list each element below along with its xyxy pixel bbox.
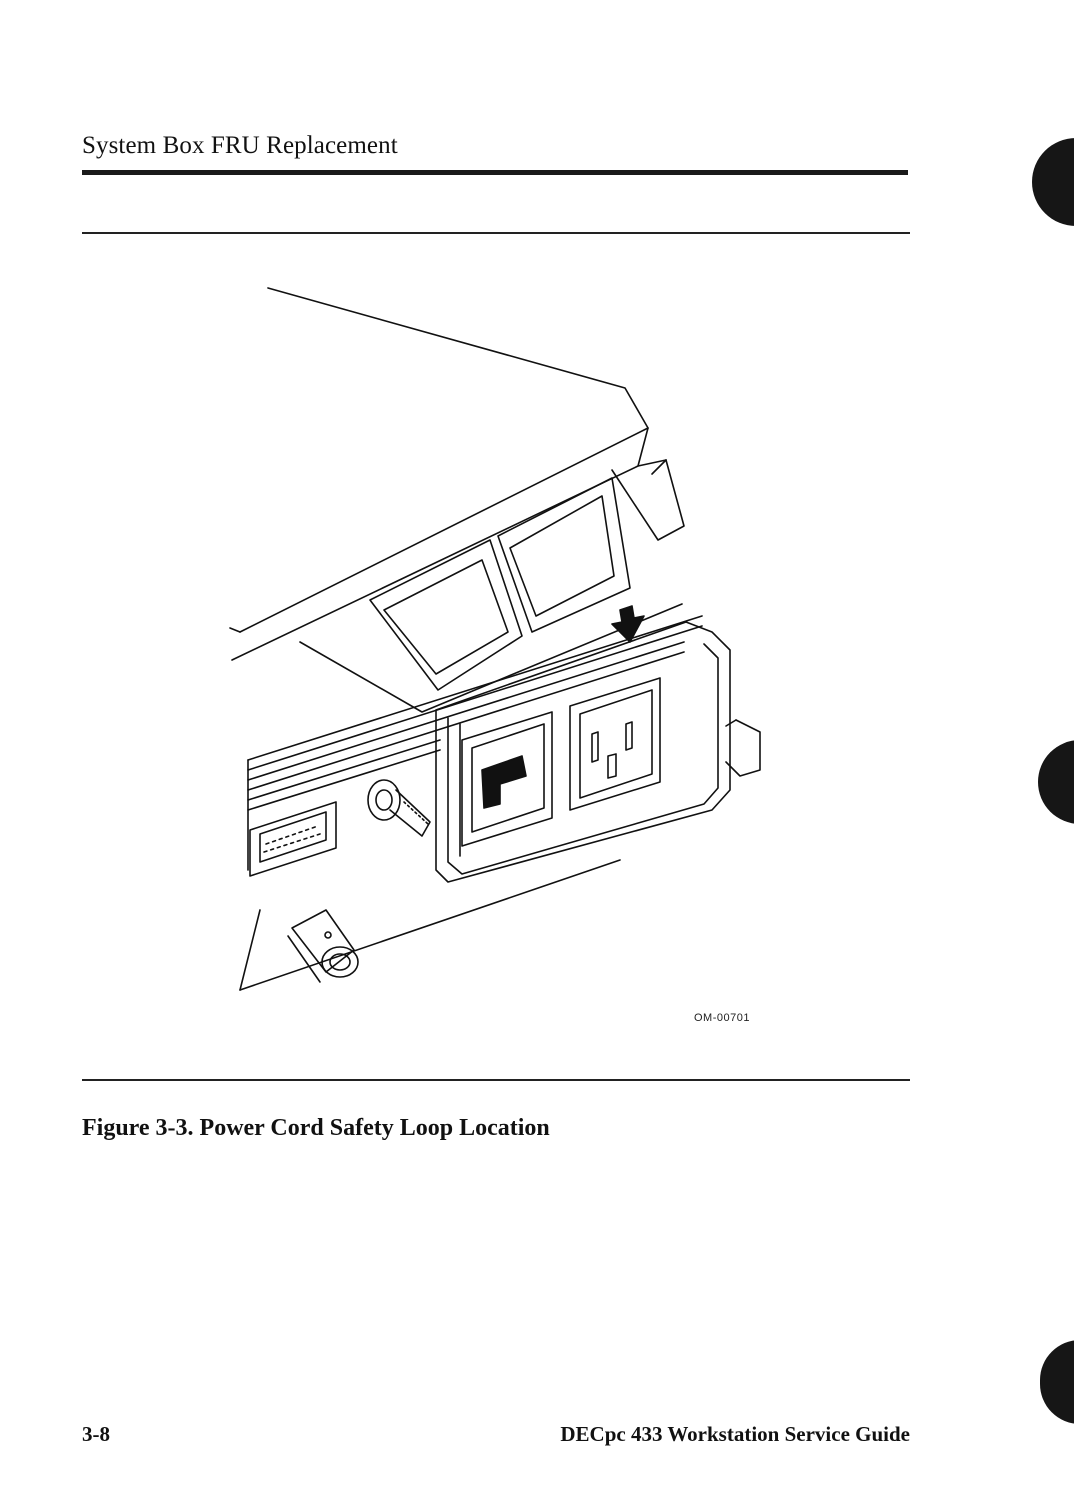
back-panel [240,616,702,990]
page-number: 3-8 [82,1422,110,1447]
binder-hole [1038,740,1074,824]
binder-hole [1032,138,1074,226]
ac-outlet-left [462,712,552,846]
lid-vents [370,478,630,690]
header-rule [82,170,908,175]
binder-hole [1040,1340,1074,1424]
figure-identifier: OM-00701 [694,1012,750,1024]
running-head: System Box FRU Replacement [82,132,398,160]
video-connector [250,802,336,876]
figure-caption: Figure 3-3. Power Cord Safety Loop Locat… [82,1115,550,1142]
power-cord-end [288,910,358,982]
book-title: DECpc 433 Workstation Service Guide [560,1422,910,1447]
ac-outlet-right [570,678,660,810]
figure-bottom-rule [82,1079,910,1081]
figure-top-rule [82,232,910,234]
adjustment-knob [368,780,430,836]
power-cord-safety-loop-illustration [200,270,820,1030]
